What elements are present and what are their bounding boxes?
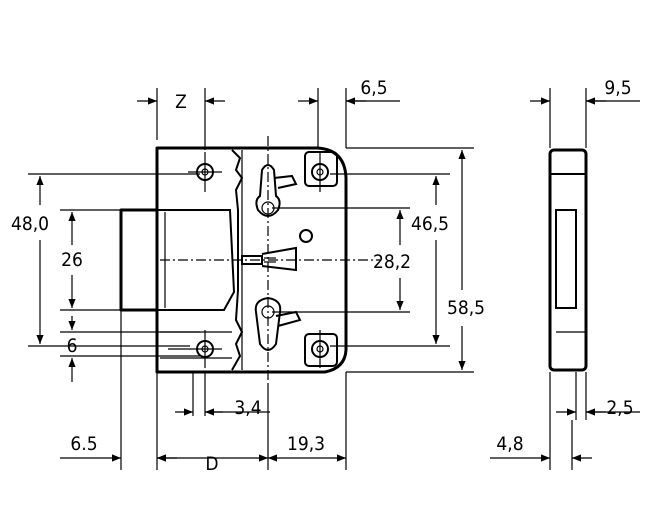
- dim-label-z: Z: [175, 91, 187, 113]
- dim-label-6-5-bottom: 6.5: [70, 433, 97, 455]
- screw-hole-top-right: [304, 151, 338, 192]
- dim-label-6: 6: [67, 335, 78, 357]
- keyhole-bottom: [254, 296, 302, 351]
- dim-label-2-5: 2,5: [606, 397, 633, 419]
- dim-label-6-5-top: 6,5: [360, 77, 387, 99]
- dim-label-3-4: 3,4: [234, 397, 261, 419]
- dimension-labels: Z 6,5 9,5 48,0 26 6 46,5 28,2 58,5 3,4 2…: [11, 77, 634, 475]
- side-bolt-slot: [555, 209, 577, 309]
- plate-edge: [231, 149, 244, 371]
- dim-label-4-8: 4,8: [496, 433, 523, 455]
- latch: [241, 246, 297, 272]
- front-view: [119, 136, 380, 384]
- side-view: [548, 148, 588, 372]
- lock-case-outline: [155, 146, 348, 374]
- inner-frame: [160, 331, 232, 359]
- screw-hole-top-left: [188, 152, 222, 192]
- dim-label-d: D: [205, 453, 218, 475]
- dim-label-9-5: 9,5: [604, 77, 631, 99]
- dim-label-26: 26: [61, 249, 83, 271]
- dim-label-28-2: 28,2: [373, 251, 411, 273]
- pin-icon: [299, 229, 313, 243]
- dim-label-48-0: 48,0: [11, 213, 49, 235]
- dim-label-19-3: 19,3: [287, 433, 325, 455]
- lock-bolt: [119, 208, 159, 312]
- dimension-lines: [28, 88, 640, 470]
- side-case: [548, 148, 588, 372]
- dim-label-46-5: 46,5: [411, 213, 449, 235]
- dim-label-58-5: 58,5: [447, 297, 485, 319]
- screw-hole-bottom-left: [168, 330, 222, 368]
- screw-hole-bottom-right: [304, 330, 338, 368]
- bolt-body: [157, 209, 236, 311]
